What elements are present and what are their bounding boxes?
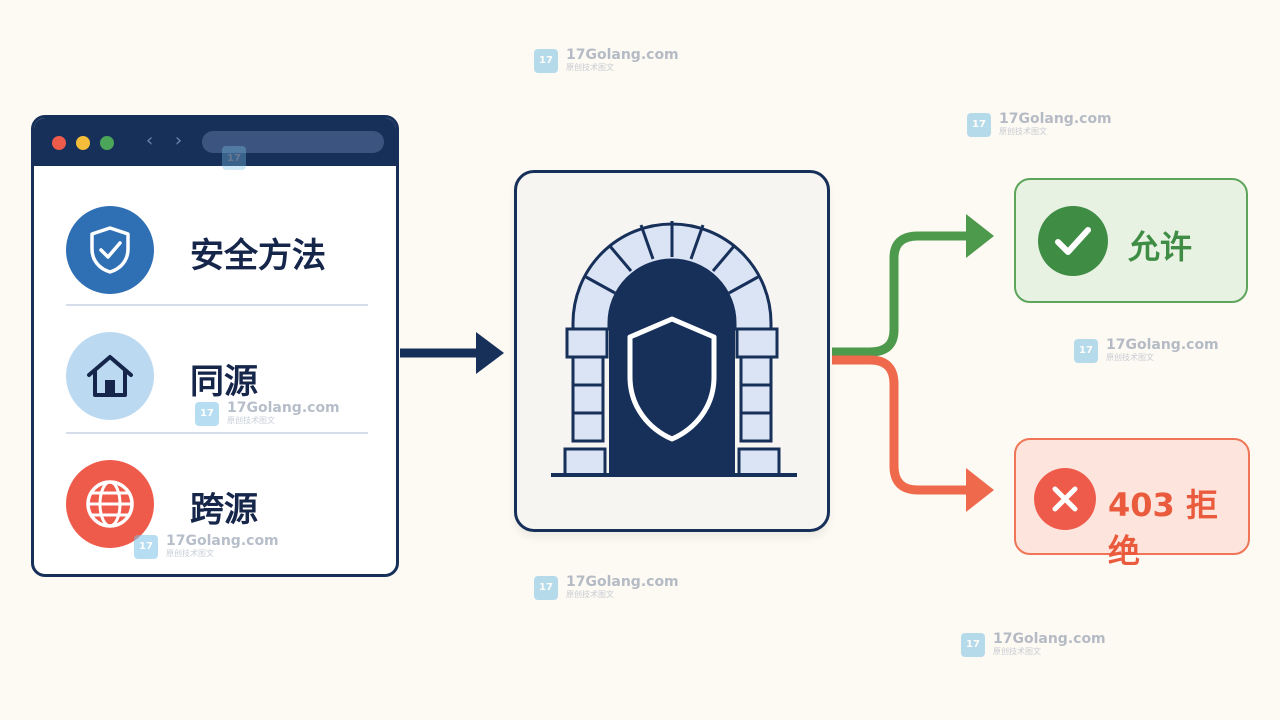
watermark-logo-icon: 17	[961, 632, 985, 657]
input-arrow-head	[476, 332, 504, 374]
watermark-logo-icon: 17	[222, 146, 246, 170]
url-bar	[202, 131, 384, 153]
row-divider	[66, 432, 368, 434]
maximize-dot-icon	[100, 136, 114, 150]
deny-result-box: 403 拒绝	[1014, 438, 1250, 570]
request-type-same-origin: 同源	[34, 310, 396, 438]
globe-icon	[66, 460, 154, 548]
house-icon	[66, 332, 154, 420]
deny-arrow-head	[966, 468, 994, 512]
watermark: 17	[222, 146, 254, 170]
check-icon	[1038, 206, 1108, 276]
browser-window: ‹ › 安全方法 同源	[31, 115, 399, 577]
minimize-dot-icon	[76, 136, 90, 150]
row-label-safe-methods: 安全方法	[190, 236, 326, 276]
row-label-cross-origin: 跨源	[190, 490, 258, 530]
gateway-box	[514, 170, 830, 532]
row-divider	[66, 304, 368, 306]
shield-check-icon	[66, 206, 154, 294]
shield-arch-icon	[551, 221, 797, 477]
browser-title-bar: ‹ ›	[34, 118, 396, 166]
close-dot-icon	[52, 136, 66, 150]
request-type-cross-origin: 跨源	[34, 438, 396, 566]
watermark-logo-icon: 17	[967, 112, 991, 137]
watermark-logo-icon: 17	[534, 48, 558, 73]
deny-label: 403 拒绝	[1108, 486, 1218, 570]
allow-result-box: 允许	[1014, 178, 1248, 303]
request-type-safe-methods: 安全方法	[34, 184, 396, 312]
allow-arrow-head	[966, 214, 994, 258]
allow-label: 允许	[1128, 228, 1193, 266]
nav-arrows-icon: ‹ ›	[146, 130, 191, 151]
watermark-logo-icon: 17	[1074, 338, 1098, 363]
x-icon	[1034, 468, 1096, 530]
watermark-logo-icon: 17	[134, 534, 158, 559]
watermark-logo-icon: 17	[195, 401, 219, 426]
allow-branch-line	[832, 231, 970, 357]
row-label-same-origin: 同源	[190, 362, 258, 402]
deny-branch-line	[832, 355, 970, 495]
watermark-logo-icon: 17	[534, 575, 558, 600]
